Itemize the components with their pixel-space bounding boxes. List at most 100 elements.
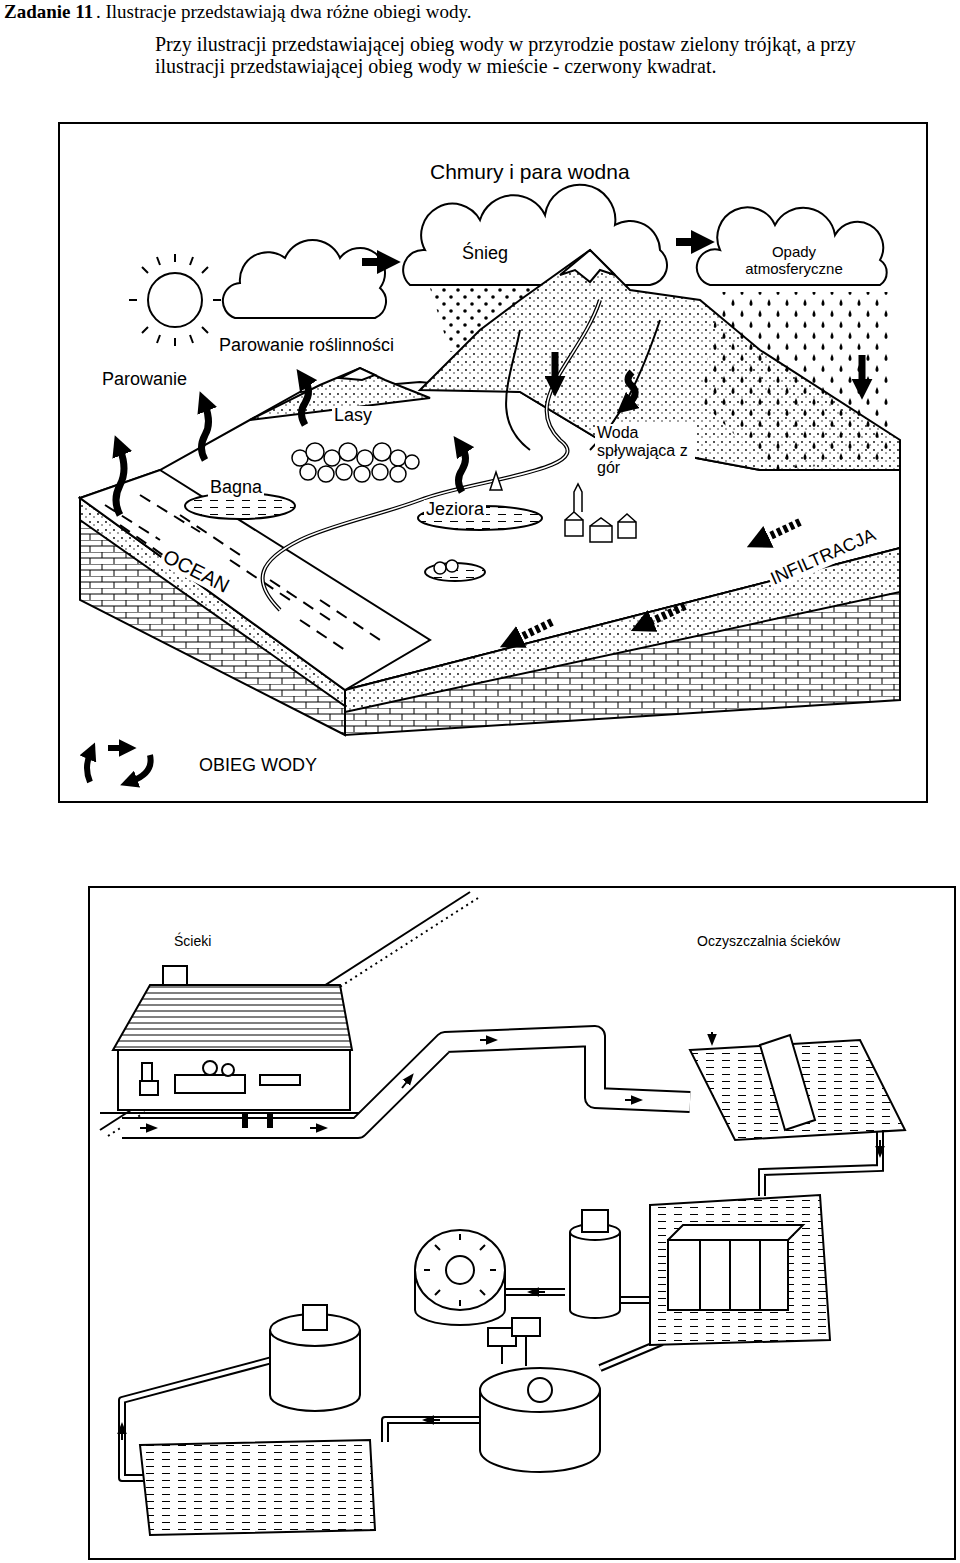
picture-label: Parowanie roślinności — [217, 336, 396, 356]
tank — [446, 1256, 474, 1284]
evaporation-arrow — [202, 405, 209, 460]
flow-arrow — [428, 1419, 440, 1421]
house — [140, 1063, 158, 1095]
flow-arrow — [402, 1078, 410, 1088]
river — [506, 330, 530, 450]
forest — [324, 450, 340, 466]
village — [618, 514, 636, 538]
picture-label: Oczyszczalnia ścieków — [695, 934, 842, 949]
tank — [570, 1232, 620, 1318]
house — [113, 985, 352, 1050]
cycle-icon — [108, 745, 124, 751]
pipe — [245, 1112, 270, 1128]
evaporation-arrow — [459, 448, 466, 492]
forest — [354, 466, 370, 482]
house — [260, 1075, 300, 1085]
village — [590, 518, 612, 542]
ground-line — [108, 898, 478, 1136]
flow-arrow — [480, 1039, 492, 1041]
settling-tank — [668, 1225, 803, 1310]
ground-line — [100, 1112, 360, 1114]
forest — [318, 466, 334, 482]
evaporation-arrow — [116, 381, 466, 515]
mountain — [250, 250, 900, 470]
house — [203, 1061, 217, 1075]
cycle-icon — [87, 748, 151, 782]
flow-arrow — [879, 1140, 881, 1152]
flow-arrow — [711, 1032, 713, 1040]
picture-label: Bagna — [208, 478, 264, 498]
rainfall — [700, 292, 890, 470]
tank — [424, 1234, 496, 1306]
tank — [303, 1305, 327, 1330]
tank — [512, 1318, 540, 1336]
forest — [390, 450, 406, 466]
cloud-arrow — [362, 242, 698, 262]
infiltration-arrow — [515, 522, 800, 640]
forest — [434, 562, 446, 574]
house — [113, 966, 352, 1110]
tank — [415, 1230, 505, 1310]
forest — [306, 443, 324, 461]
evaporation-arrow — [116, 449, 124, 515]
cloud — [697, 207, 887, 285]
sun — [129, 254, 221, 346]
infiltration-arrow — [646, 606, 685, 624]
forest — [336, 464, 352, 480]
task-text: . Ilustracje przedstawiają dwa różne obi… — [96, 1, 471, 23]
picture-label: OCEAN — [158, 544, 235, 598]
ocean — [80, 470, 430, 690]
lake — [185, 493, 542, 581]
pipe — [762, 1132, 880, 1196]
task-instruction: Przy ilustracji przedstawiającej obieg w… — [155, 33, 930, 77]
flow-arrow — [140, 1127, 152, 1129]
ground-line — [100, 892, 478, 1136]
settling-tank — [760, 1035, 815, 1130]
forest — [300, 464, 316, 480]
infiltration-arrow — [762, 522, 800, 540]
rain-arrow — [552, 352, 559, 382]
rain-arrow — [859, 355, 866, 385]
legend-title: OBIEG WODY — [197, 756, 319, 776]
picture-label: Woda spływająca z gór — [595, 424, 695, 477]
flow-arrow — [625, 1099, 637, 1101]
rainfall — [700, 292, 890, 470]
forest — [390, 466, 406, 482]
picture-label: INFILTRACJA — [766, 525, 881, 591]
pipe — [122, 1036, 690, 1128]
settling-tank — [140, 1440, 375, 1535]
cycle-icon — [132, 755, 151, 781]
illustration-frame: ŚciekiOczyszczalnia ścieków — [88, 886, 956, 1560]
house — [175, 1075, 245, 1093]
tank — [502, 1336, 526, 1366]
pipe — [122, 1036, 690, 1128]
cloud — [223, 240, 386, 318]
sun — [129, 254, 221, 346]
tank — [480, 1368, 600, 1412]
forest — [405, 455, 419, 469]
picture-label: Śnieg — [460, 244, 510, 264]
evaporation-arrow — [302, 381, 309, 425]
land-surface — [345, 548, 900, 712]
illustration-frame: Chmury i para wodnaŚniegOpady atmosferyc… — [58, 122, 928, 803]
mountain — [560, 250, 615, 282]
cloud-arrow — [676, 238, 698, 246]
house — [118, 1050, 350, 1110]
tank — [582, 1210, 608, 1232]
settling-tank — [700, 1240, 760, 1310]
flow-arrow — [121, 1428, 123, 1440]
house — [222, 1064, 234, 1076]
rain-arrow — [555, 352, 862, 404]
picture-label: Opady atmosferyczne — [722, 244, 866, 277]
pipe — [762, 1132, 880, 1196]
picture-label: Jeziora — [424, 500, 486, 520]
sun — [148, 273, 202, 327]
tank — [528, 1378, 552, 1402]
settling-tank — [140, 1035, 905, 1535]
infiltration-arrow — [515, 622, 552, 640]
forest — [372, 464, 388, 480]
forest — [339, 443, 357, 461]
